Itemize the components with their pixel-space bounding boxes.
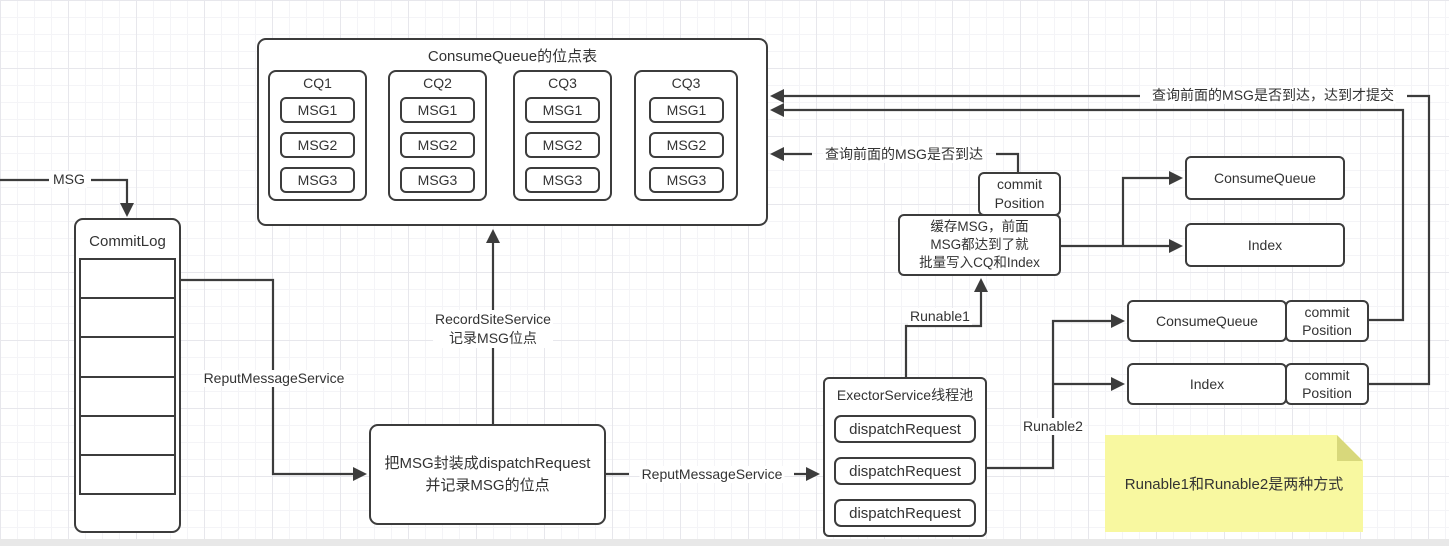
commit-position-line2: Position — [994, 195, 1045, 211]
canvas-bottom-edge — [0, 539, 1449, 546]
cq-column-title: CQ2 — [423, 75, 452, 91]
commitlog-row — [81, 417, 174, 456]
msg-cell: MSG3 — [400, 167, 475, 193]
index-top-box: Index — [1185, 223, 1345, 267]
msg-cell: MSG1 — [280, 97, 355, 123]
arrow-down-commitlog — [120, 203, 134, 217]
msg-cell: MSG2 — [400, 132, 475, 158]
msg-cell: MSG3 — [649, 167, 724, 193]
cq-offset-table-box: ConsumeQueue的位点表 CQ1 MSG1 MSG2 MSG3 CQ2 … — [257, 38, 768, 226]
msg-cell: MSG3 — [280, 167, 355, 193]
msg-cell: MSG1 — [525, 97, 600, 123]
consume-queue-top-label: ConsumeQueue — [1214, 170, 1316, 186]
commitlog-row — [81, 456, 174, 493]
cache-box-line3: 批量写入CQ和Index — [919, 255, 1040, 270]
index-bottom-label: Index — [1189, 376, 1225, 392]
commit-position-line1: commit — [996, 176, 1043, 192]
sticky-note-text: Runable1和Runable2是两种方式 — [1124, 476, 1344, 493]
label-msg-in: MSG — [51, 171, 87, 188]
arrow-left-query1 — [770, 147, 784, 161]
arrow-right-index2 — [1111, 377, 1125, 391]
wire-cache-out — [1061, 176, 1169, 248]
msg-cell: MSG3 — [525, 167, 600, 193]
record-site-line2: 记录MSG位点 — [449, 330, 537, 346]
cq-column-4: CQ3 MSG1 MSG2 MSG3 — [634, 70, 738, 201]
cq-table-title: ConsumeQueue的位点表 — [427, 48, 598, 65]
arrow-up-cachebox — [974, 278, 988, 292]
cache-box-line1: 缓存MSG，前面 — [930, 219, 1029, 234]
cq-column-title: CQ3 — [548, 75, 577, 91]
cq-column-title: CQ1 — [303, 75, 332, 91]
consume-queue-bottom-label: ConsumeQueue — [1156, 313, 1258, 329]
commit-position-line2: Position — [1302, 322, 1352, 338]
commit-position-line2: Position — [1302, 385, 1352, 401]
commitlog-row — [81, 338, 174, 378]
cache-box-line2: MSG都达到了就 — [930, 237, 1029, 252]
commitlog-row — [81, 299, 174, 339]
cache-msg-box: 缓存MSG，前面 MSG都达到了就 批量写入CQ和Index — [898, 214, 1061, 276]
label-runable1: Runable1 — [908, 308, 972, 325]
msg-cell: MSG1 — [400, 97, 475, 123]
commit-position-cq: commit Position — [1285, 300, 1369, 342]
msg-cell: MSG2 — [280, 132, 355, 158]
arrow-right-cq1 — [1169, 171, 1183, 185]
label-query-reach-commit: 查询前面的MSG是否到达，达到才提交 — [1150, 87, 1396, 104]
commitlog-title: CommitLog — [89, 233, 166, 250]
dispatch-box-line2: 并记录MSG的位点 — [425, 476, 550, 494]
msg-cell: MSG2 — [525, 132, 600, 158]
commitlog-row — [81, 378, 174, 417]
cq-column-2: CQ2 MSG1 MSG2 MSG3 — [388, 70, 487, 201]
sticky-note-fold — [1337, 435, 1363, 461]
label-reput-service-left: ReputMessageService — [201, 370, 347, 387]
arrow-right-cq2 — [1111, 314, 1125, 328]
consume-queue-bottom-box: ConsumeQueue — [1127, 300, 1287, 342]
commit-position-line1: commit — [1304, 367, 1350, 383]
msg-cell: MSG1 — [649, 97, 724, 123]
commit-position-index: commit Position — [1285, 363, 1369, 405]
dispatch-request-item: dispatchRequest — [834, 499, 976, 527]
commitlog-box: CommitLog — [74, 218, 181, 533]
arrow-left-query3 — [770, 89, 784, 103]
consume-queue-top-box: ConsumeQueue — [1185, 156, 1345, 200]
executor-title: ExectorService线程池 — [836, 387, 974, 403]
commitlog-row — [81, 260, 174, 300]
arrow-right-index1 — [1169, 239, 1183, 253]
label-reput-service-mid: ReputMessageService — [639, 466, 785, 483]
arrow-up-bigbox — [486, 229, 500, 243]
arrow-right-executor — [806, 467, 820, 481]
index-top-label: Index — [1247, 237, 1283, 253]
wire-runable1 — [904, 292, 983, 377]
wire-commitpos-cq — [784, 108, 1405, 322]
msg-cell: MSG2 — [649, 132, 724, 158]
cq-column-title: CQ3 — [671, 75, 701, 91]
dispatch-request-item: dispatchRequest — [834, 415, 976, 443]
commit-position-line1: commit — [1304, 304, 1350, 320]
label-runable2: Runable2 — [1021, 418, 1085, 435]
arrow-right-dispatchbox — [353, 467, 367, 481]
commitlog-rows — [79, 258, 176, 495]
arrow-left-query2 — [770, 103, 784, 117]
label-query-reach: 查询前面的MSG是否到达 — [823, 146, 985, 163]
executor-service-box: ExectorService线程池 dispatchRequest dispat… — [823, 377, 987, 537]
cq-column-3: CQ3 MSG1 MSG2 MSG3 — [513, 70, 612, 201]
record-site-line1: RecordSiteService — [435, 311, 551, 327]
index-bottom-box: Index — [1127, 363, 1287, 405]
wire-runable2 — [985, 319, 1111, 470]
commit-position-cache: commit Position — [978, 172, 1061, 216]
cq-column-1: CQ1 MSG1 MSG2 MSG3 — [268, 70, 367, 201]
dispatch-request-box: 把MSG封装成dispatchRequest 并记录MSG的位点 — [369, 424, 606, 525]
dispatch-box-line1: 把MSG封装成dispatchRequest — [384, 454, 591, 472]
dispatch-request-item: dispatchRequest — [834, 457, 976, 485]
sticky-note: Runable1和Runable2是两种方式 — [1105, 435, 1363, 532]
label-record-site-service: RecordSiteService 记录MSG位点 — [433, 310, 553, 348]
